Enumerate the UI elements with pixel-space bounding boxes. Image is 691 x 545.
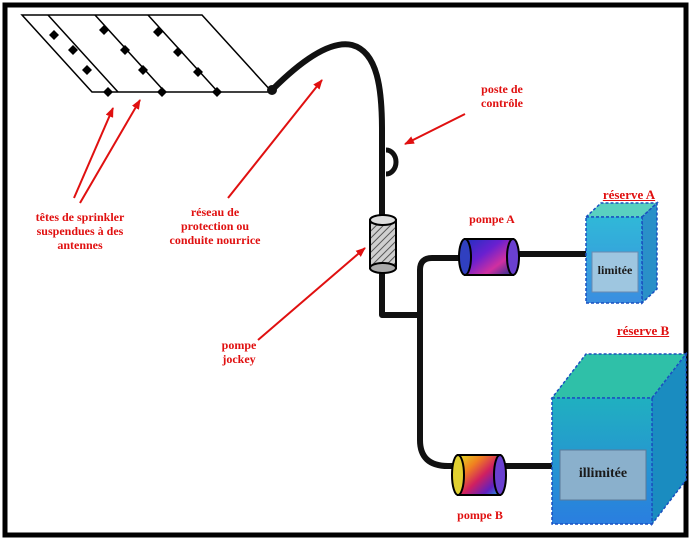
sprinkler-head-icon (99, 25, 109, 35)
sprinkler-head-icon (157, 87, 167, 97)
callout-arrows (73, 79, 466, 341)
sprinkler-heads (49, 25, 222, 97)
arrow-jockey-pump (257, 247, 366, 341)
arrow-sprinkler-1 (73, 107, 114, 199)
pipe-network (269, 41, 591, 469)
diagram-frame (2, 2, 689, 538)
arrow-sprinkler-2 (79, 99, 141, 204)
main-feed-pipe (269, 41, 385, 221)
pump-a-icon (458, 238, 520, 276)
label-pump-a: pompe A (469, 212, 515, 226)
arrow-network (227, 79, 323, 199)
reserve-a-box (584, 201, 659, 305)
sprinkler-head-icon (120, 45, 130, 55)
sprinkler-head-icon (193, 67, 203, 77)
label-jockey-pump: pompe jockey (221, 338, 257, 366)
sprinkler-head-icon (82, 65, 92, 75)
sprinkler-head-icon (153, 27, 163, 37)
label-reserve-a: réserve A (602, 187, 656, 202)
sprinkler-head-icon (68, 45, 78, 55)
sprinkler-head-icon (103, 87, 113, 97)
label-control-station: poste de contrôle (481, 82, 523, 110)
control-station-icon (385, 147, 399, 177)
sprinkler-grid (20, 14, 274, 93)
pump-a-pipe (417, 255, 471, 318)
arrow-control-station (404, 113, 466, 145)
label-sprinkler-heads: têtes de sprinkler suspendues à des ante… (35, 210, 125, 252)
jockey-outlet-pipe (379, 267, 423, 318)
sprinkler-head-icon (173, 47, 183, 57)
sprinkler-head-icon (49, 30, 59, 40)
grid-connection (267, 85, 277, 95)
pump-b-icon (451, 454, 507, 496)
jockey-pump-icon (369, 214, 397, 274)
sprinkler-head-icon (212, 87, 222, 97)
reserve-b-box (550, 351, 688, 527)
label-pump-b: pompe B (457, 508, 503, 522)
label-unlimited: illimitée (578, 466, 628, 481)
pump-b-pipe (417, 312, 463, 469)
label-reserve-b: réserve B (616, 323, 670, 338)
label-limited: limitée (597, 263, 633, 277)
label-network: réseau de protection ou conduite nourric… (169, 205, 261, 247)
sprinkler-head-icon (138, 65, 148, 75)
